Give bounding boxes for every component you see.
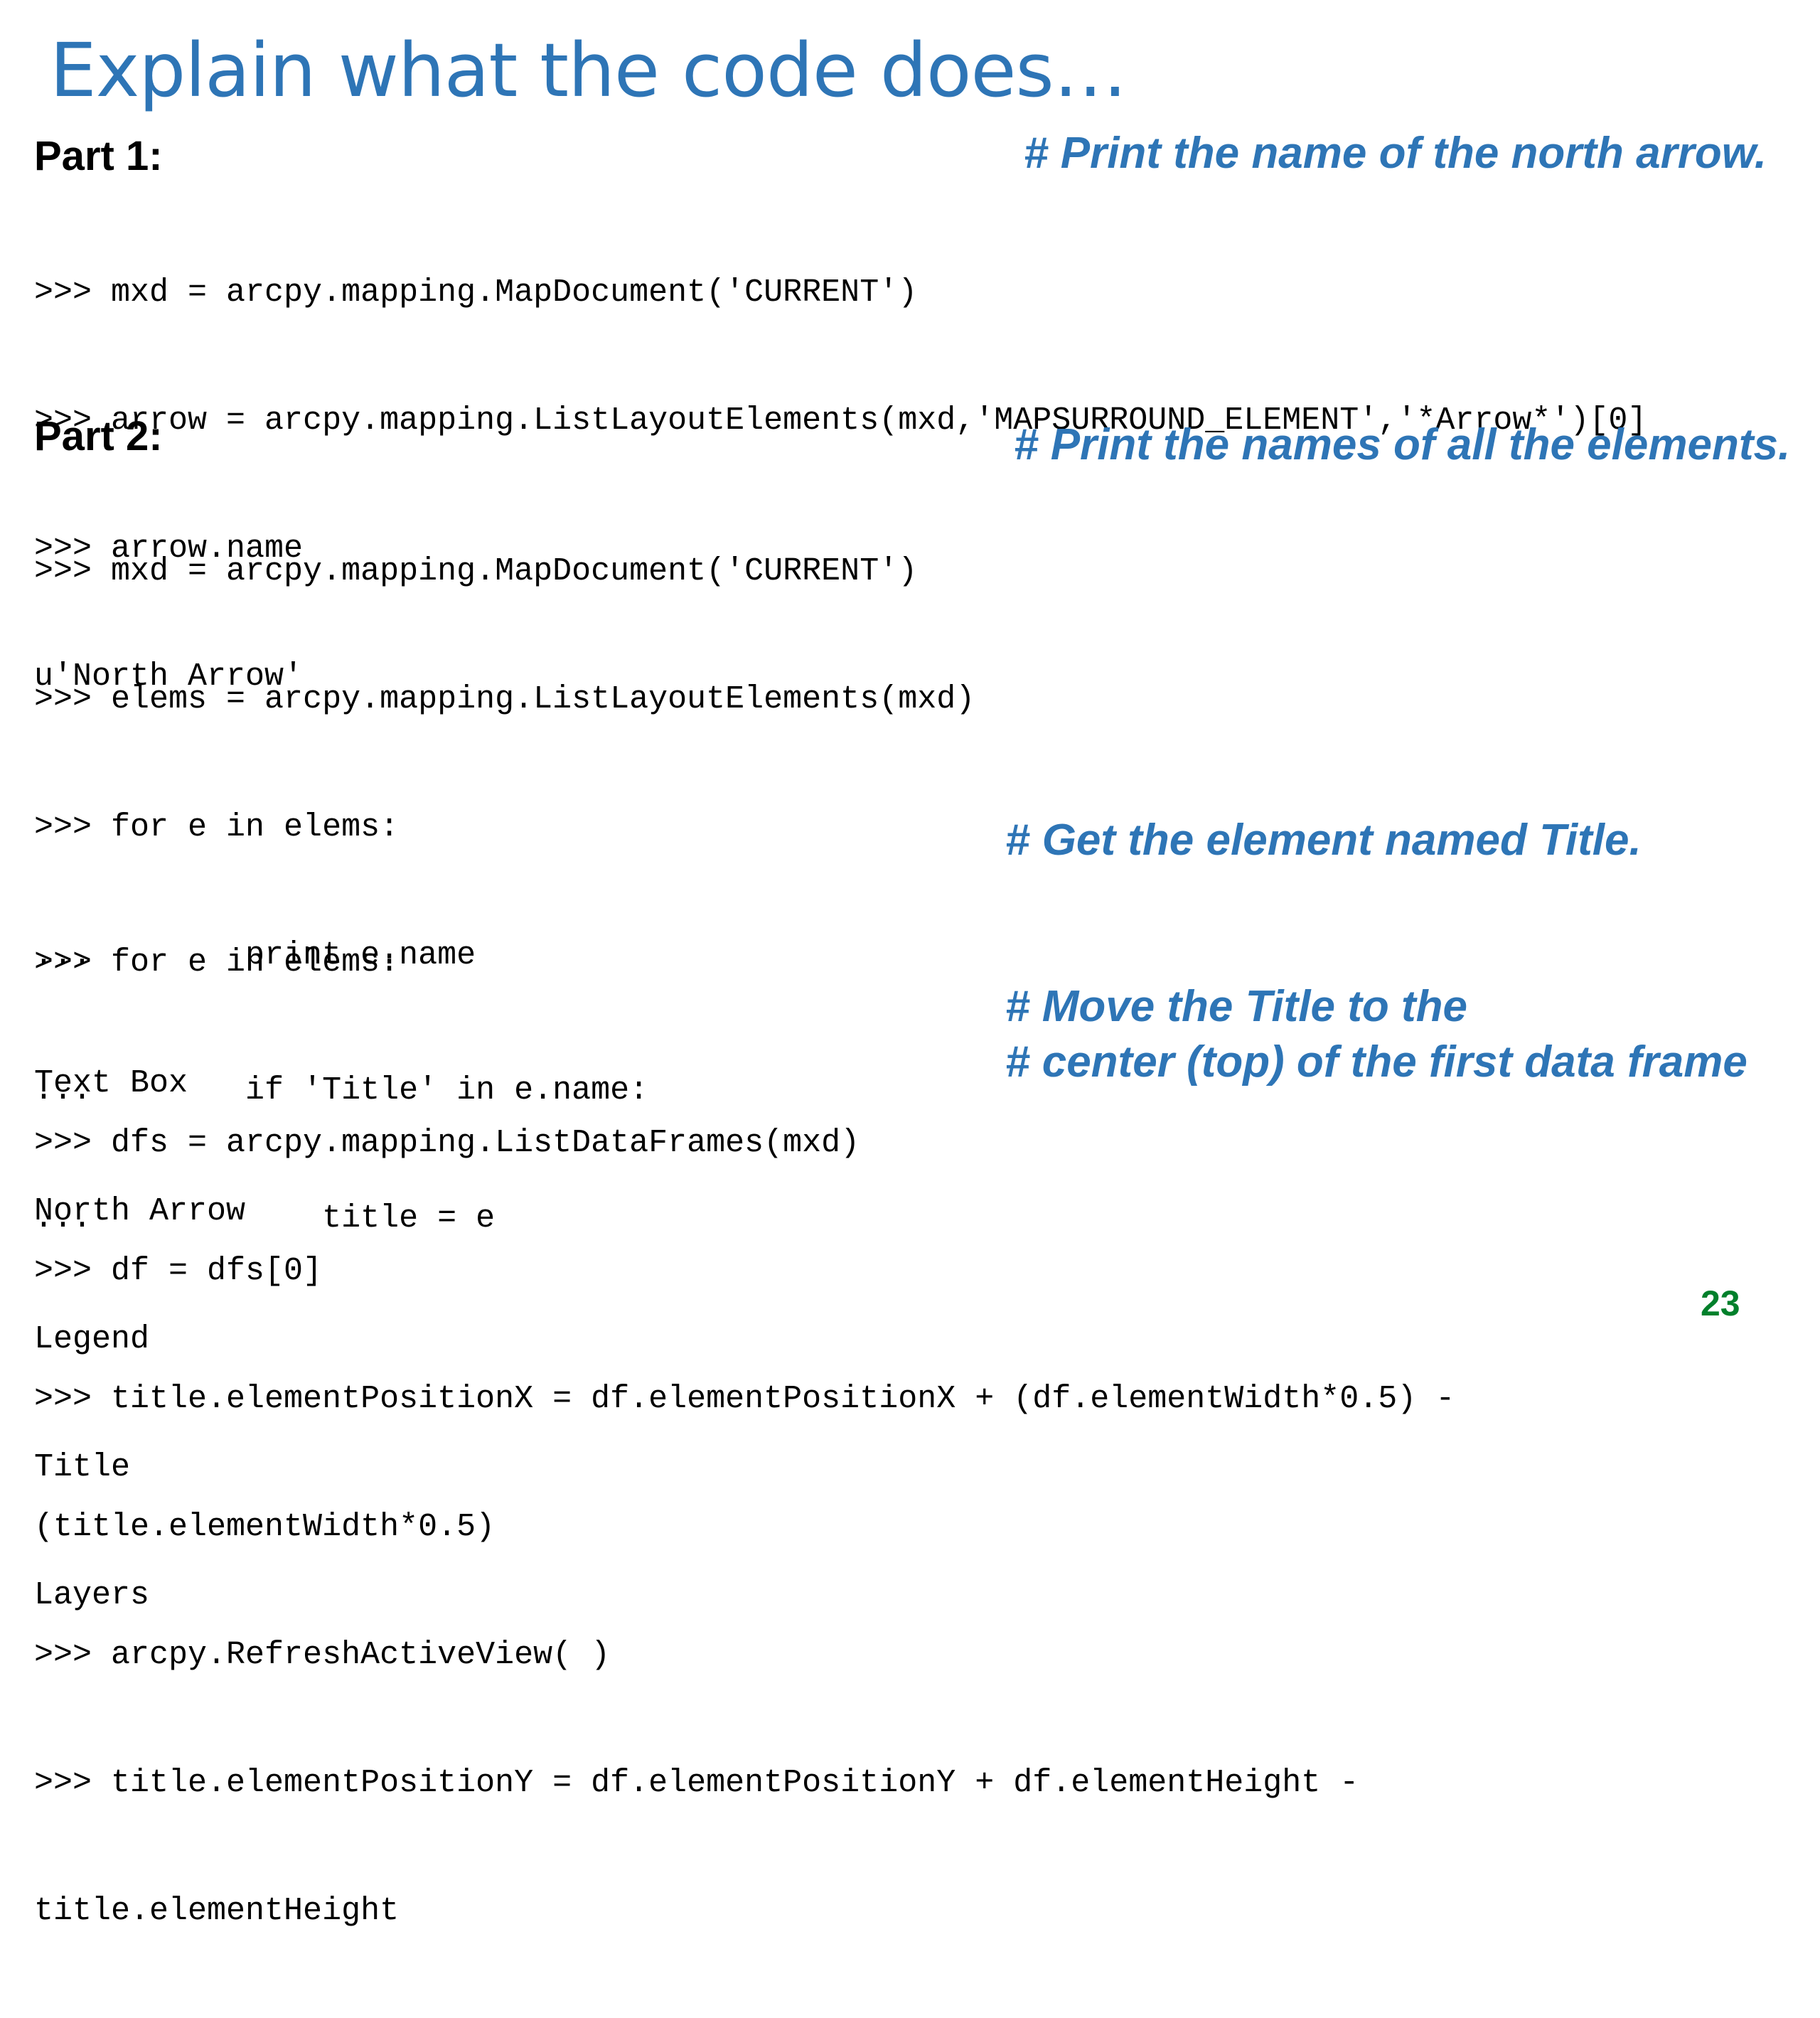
output-line: North Arrow <box>34 1193 246 1229</box>
code-line: >>> arrow.name <box>34 530 304 567</box>
part2-comment-all-elements: # Print the names of all the elements. <box>1014 420 1791 469</box>
code-line: >>> title.elementPositionX = df.elementP… <box>34 1381 1455 1417</box>
code-line: >>> dfs = arcpy.mapping.ListDataFrames(m… <box>34 1125 860 1161</box>
code-line: >>> arcpy.RefreshActiveView( ) <box>34 1637 611 1673</box>
code-line: >>> mxd = arcpy.mapping.MapDocument('CUR… <box>34 553 918 589</box>
output-line: Legend <box>34 1321 150 1357</box>
code-line: ... title = e <box>34 1200 496 1237</box>
slide-title: Explain what the code does… <box>50 27 1128 114</box>
part2-comment-get-title: # Get the element named Title. <box>1005 816 1642 865</box>
part1-comment: # Print the name of the north arrow. <box>1024 129 1767 178</box>
code-line: >>> mxd = arcpy.mapping.MapDocument('CUR… <box>34 274 918 311</box>
code-line: (title.elementWidth*0.5) <box>34 1509 496 1545</box>
code-line: title.elementHeight <box>34 1893 400 1929</box>
part1-code-block: >>> mxd = arcpy.mapping.MapDocument('CUR… <box>34 186 1647 784</box>
part2-code-block-b: >>> for e in elems: ... if 'Title' in e.… <box>34 856 648 1325</box>
code-line: ... if 'Title' in e.name: <box>34 1072 649 1109</box>
part2-comment-move-line1: # Move the Title to the <box>1005 982 1467 1031</box>
part2-comment-move-line2: # center (top) of the first data frame <box>1005 1037 1747 1087</box>
code-line: >>> for e in elems: <box>34 944 400 981</box>
code-line: >>> for e in elems: <box>34 809 400 845</box>
output-line: Text Box <box>34 1065 188 1101</box>
code-line: >>> arrow = arcpy.mapping.ListLayoutElem… <box>34 402 1647 439</box>
slide: Explain what the code does… Part 1: # Pr… <box>34 27 1791 1929</box>
part2-code-block-c: >>> dfs = arcpy.mapping.ListDataFrames(m… <box>34 1037 1455 2018</box>
part1-label: Part 1: <box>34 133 163 179</box>
code-line: >>> title.elementPositionY = df.elementP… <box>34 1765 1359 1801</box>
code-line: >>> df = dfs[0] <box>34 1253 323 1289</box>
page-number: 23 <box>1701 1283 1740 1323</box>
part2-label: Part 2: <box>34 413 163 459</box>
code-line: ... print e.name <box>34 937 476 973</box>
code-line: >>> elems = arcpy.mapping.ListLayoutElem… <box>34 681 975 717</box>
code-line: u'North Arrow' <box>34 658 304 695</box>
